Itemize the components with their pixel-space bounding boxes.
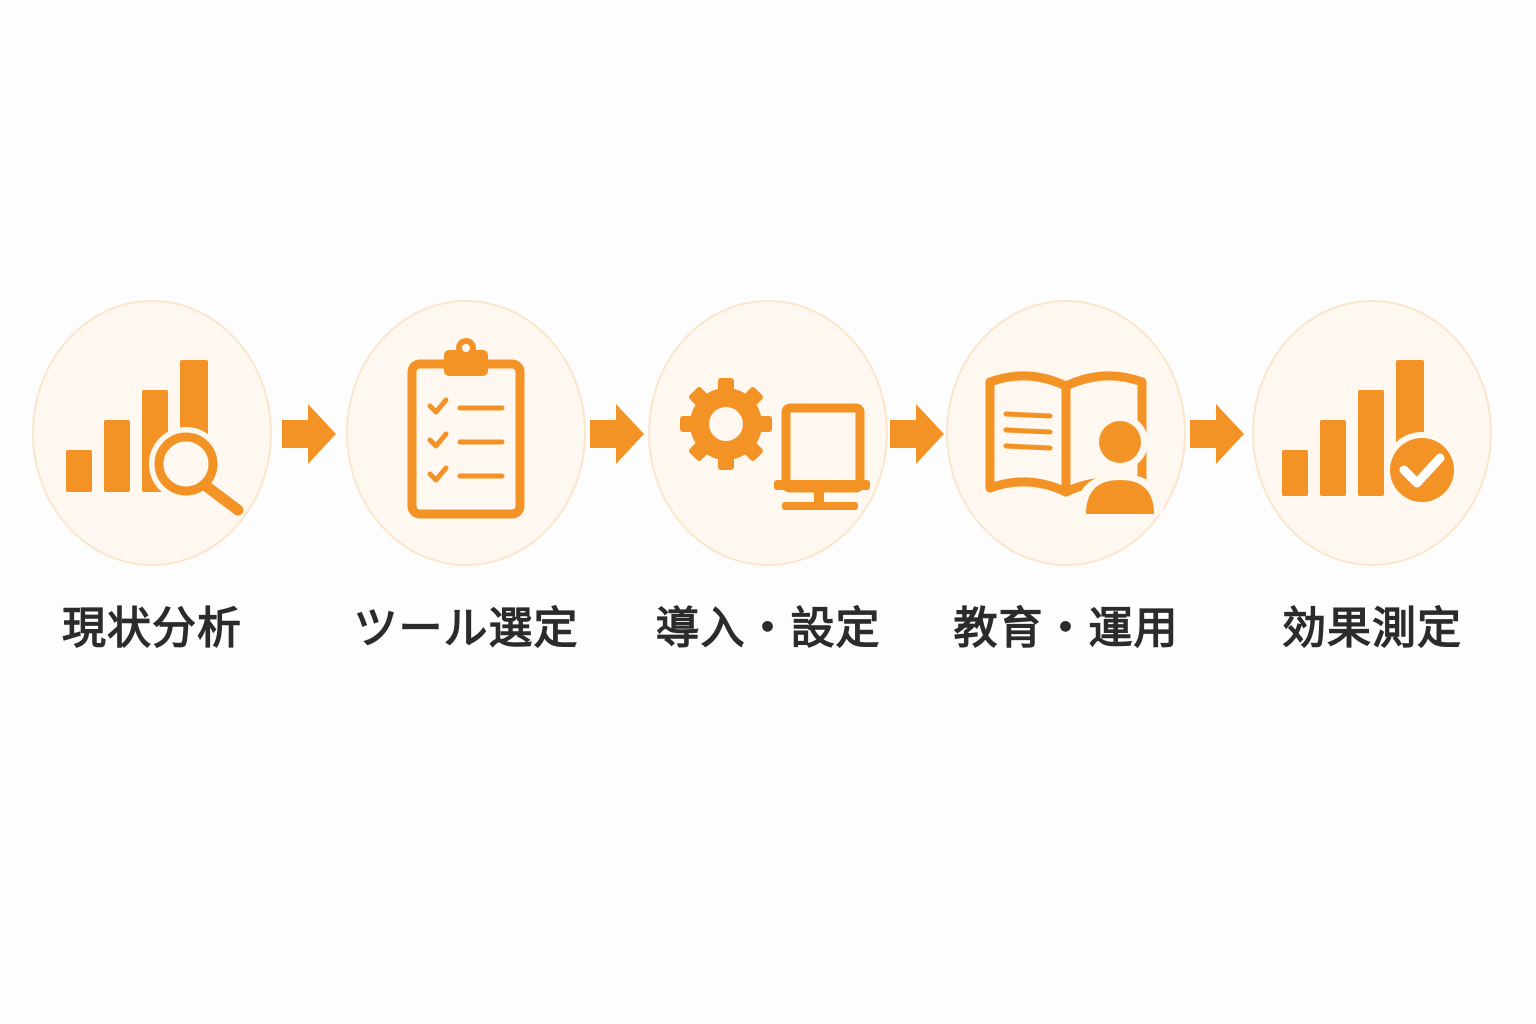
arrow-right-icon bbox=[590, 402, 644, 466]
step-label: 教育・運用 bbox=[953, 603, 1179, 654]
book-person-icon bbox=[985, 371, 1164, 514]
step-circle bbox=[346, 300, 586, 566]
step-label: 導入・設定 bbox=[655, 603, 881, 654]
step-label: 効果測定 bbox=[1282, 603, 1462, 654]
step-circle bbox=[946, 300, 1186, 566]
step-education-operation: 教育・運用 bbox=[946, 300, 1186, 660]
gear-monitor-icon bbox=[680, 378, 870, 510]
arrow-right-icon bbox=[282, 402, 336, 466]
step-label: 現状分析 bbox=[62, 603, 242, 654]
step-introduction-setup: 導入・設定 bbox=[648, 300, 888, 660]
step-circle bbox=[1252, 300, 1492, 566]
step-current-analysis: 現状分析 bbox=[32, 300, 272, 660]
bar-chart-check-icon bbox=[1282, 360, 1460, 508]
step-effect-measurement: 効果測定 bbox=[1252, 300, 1492, 660]
bar-chart-magnifier-icon bbox=[66, 360, 244, 516]
clipboard-checklist-icon bbox=[407, 338, 525, 519]
step-tool-selection: ツール選定 bbox=[346, 300, 586, 660]
step-circle bbox=[32, 300, 272, 566]
arrow-right-icon bbox=[890, 402, 944, 466]
step-circle bbox=[648, 300, 888, 566]
step-label: ツール選定 bbox=[353, 603, 579, 654]
arrow-right-icon bbox=[1190, 402, 1244, 466]
